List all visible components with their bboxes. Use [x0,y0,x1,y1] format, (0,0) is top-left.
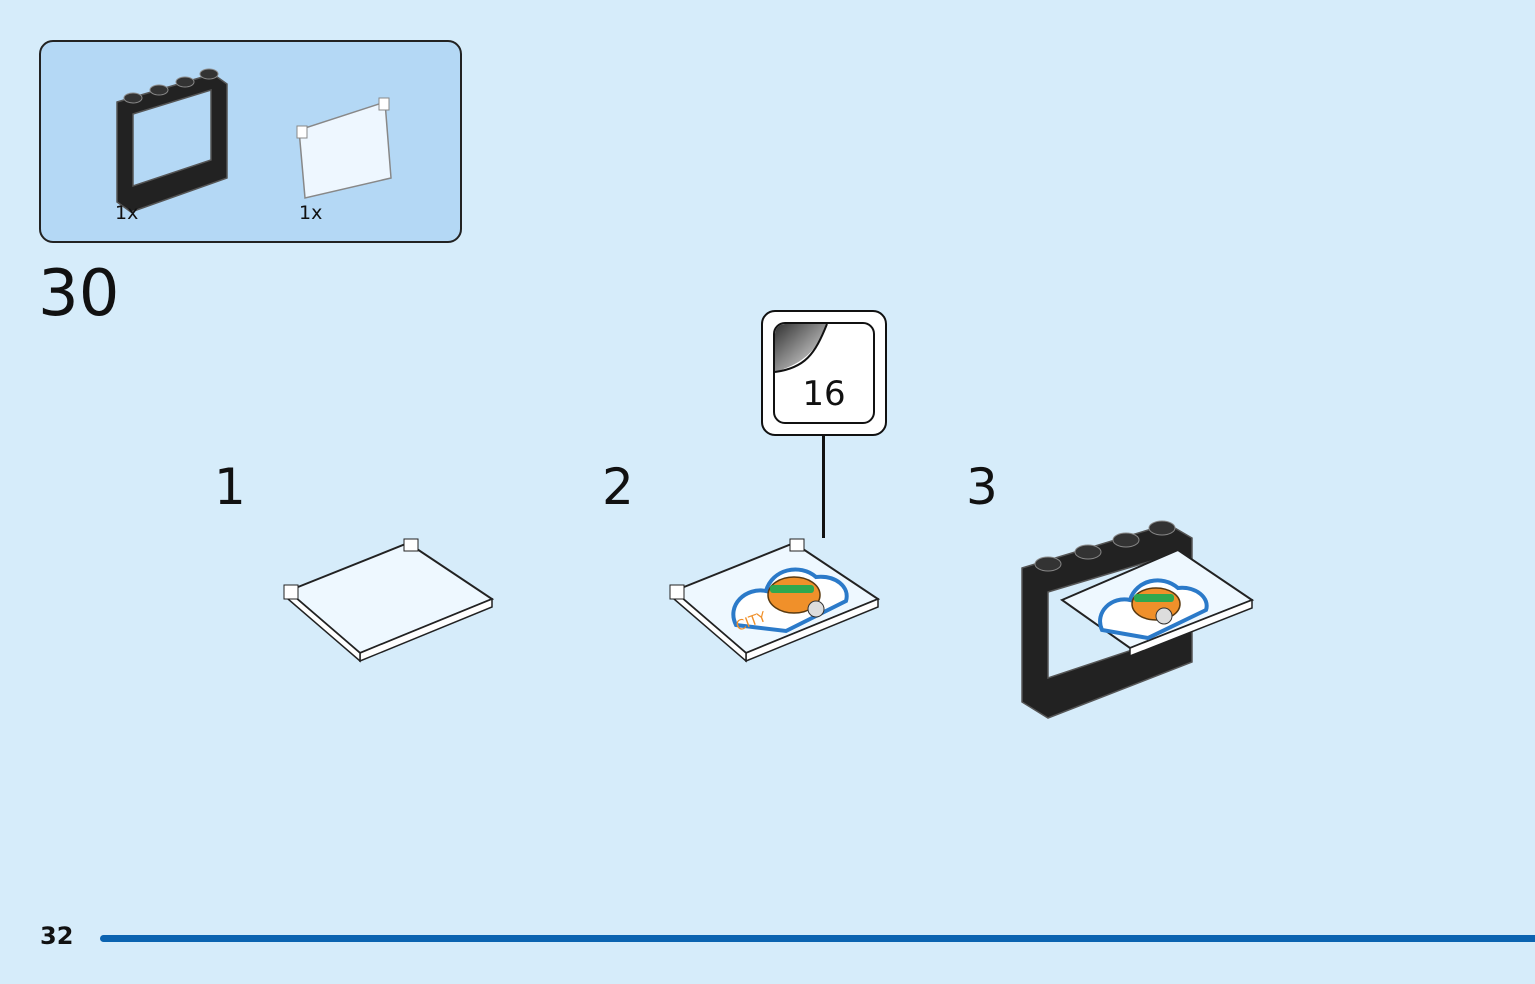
sticker-icon: 16 [773,322,875,424]
window-frame-part-icon [116,68,228,213]
page-number: 32 [40,922,74,950]
part-qty-frame: 1x [115,202,139,224]
page-progress-bar [100,935,1535,942]
callout-line [822,436,825,538]
substep-number-3: 3 [966,458,998,516]
step-number: 30 [38,257,120,331]
substep-number-2: 2 [602,458,634,516]
window-glass-part-icon [296,97,392,199]
parts-list-box: 1x 1x [39,40,462,243]
sticker-callout: 16 [761,310,887,436]
part-qty-glass: 1x [299,202,323,224]
glass-with-sticker-illustration: CITY [669,538,881,663]
sticker-number: 16 [802,374,846,414]
glass-plate-illustration [283,538,495,663]
substep-number-1: 1 [214,458,246,516]
frame-with-glass-illustration [1021,520,1255,719]
